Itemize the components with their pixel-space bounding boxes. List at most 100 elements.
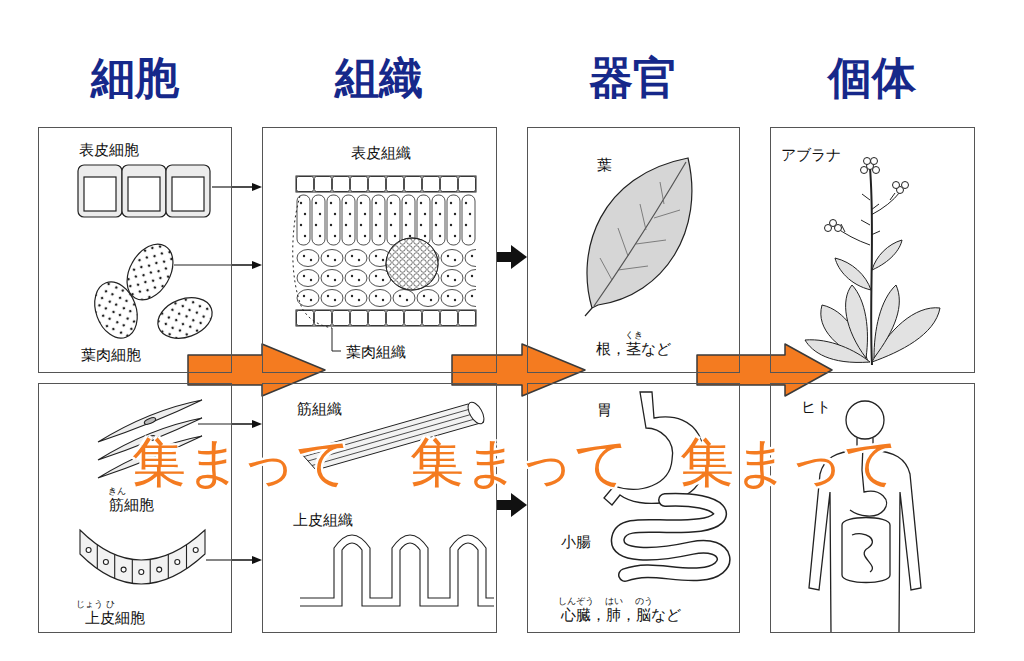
column-heading: 個体 bbox=[828, 56, 916, 100]
panel-label: 筋組織 bbox=[297, 400, 342, 418]
step-caption: 集まって bbox=[680, 436, 899, 490]
muscle-cell bbox=[144, 416, 157, 425]
step-caption: 集まって bbox=[132, 436, 351, 490]
epithelial-cell bbox=[121, 567, 126, 572]
panel-box: 表皮組織葉肉組織 bbox=[262, 127, 497, 373]
rapeseed-plant bbox=[872, 240, 902, 270]
leaf-tissue bbox=[386, 238, 438, 290]
panel-box: 筋細胞上皮細胞 bbox=[38, 383, 232, 633]
mesophyll-cell bbox=[152, 291, 218, 346]
leaf-tissue bbox=[296, 176, 476, 192]
leaf-tissue bbox=[386, 238, 438, 290]
epidermal-cell bbox=[212, 186, 232, 187]
furigana: ひ bbox=[106, 600, 115, 610]
human-body bbox=[842, 518, 890, 583]
epithelial-cell bbox=[193, 548, 198, 553]
epithelial-tissue bbox=[300, 543, 494, 606]
rapeseed-plant bbox=[835, 225, 842, 232]
panel-label: アブラナ bbox=[781, 146, 841, 164]
flow-connector bbox=[232, 186, 262, 188]
epithelial-cell bbox=[206, 559, 232, 560]
rapeseed-plant bbox=[864, 158, 871, 165]
flow-arrow bbox=[188, 344, 832, 396]
leaf-organ bbox=[600, 182, 680, 280]
column-heading: 器官 bbox=[589, 56, 677, 100]
leaf-tissue bbox=[296, 248, 476, 308]
panel-label: 上皮細胞 bbox=[85, 609, 145, 627]
small-intestine bbox=[618, 500, 724, 575]
muscle-cell bbox=[198, 423, 232, 424]
rapeseed-plant bbox=[871, 158, 878, 165]
rapeseed-plant bbox=[835, 258, 871, 290]
leaf-organ bbox=[585, 158, 692, 316]
leaf-tissue bbox=[296, 194, 476, 246]
panel-label: ヒト bbox=[801, 398, 831, 416]
rapeseed-plant bbox=[861, 167, 868, 174]
epithelial-cell bbox=[80, 530, 205, 584]
leaf-tissue bbox=[296, 310, 476, 326]
rapeseed-plant bbox=[902, 182, 909, 189]
rapeseed-plant bbox=[873, 167, 880, 174]
panel-box: 胃小腸心臓，肺，脳など bbox=[527, 383, 740, 633]
panel-label: 葉肉組織 bbox=[346, 343, 406, 361]
flow-arrow bbox=[452, 344, 585, 396]
rapeseed-plant bbox=[805, 340, 870, 363]
column-heading: 細胞 bbox=[91, 56, 179, 100]
furigana: くき bbox=[625, 331, 643, 341]
panel-label: 表皮組織 bbox=[351, 144, 411, 162]
rapeseed-plant bbox=[871, 192, 900, 215]
mesophyll-cell bbox=[174, 264, 232, 265]
muscle-tissue bbox=[465, 400, 487, 427]
epithelial-cell bbox=[175, 560, 180, 565]
small-intestine bbox=[618, 500, 724, 575]
flow-connector bbox=[232, 559, 262, 561]
leaf-organ bbox=[594, 162, 686, 306]
furigana: はい bbox=[605, 597, 623, 607]
epithelial-tissue bbox=[300, 535, 494, 598]
furigana: しんぞう bbox=[558, 597, 594, 607]
epidermal-cell bbox=[78, 165, 122, 217]
leaf-tissue bbox=[296, 176, 476, 326]
panel-label: 筋細胞 bbox=[109, 496, 154, 514]
epidermal-cell bbox=[128, 177, 160, 211]
rapeseed-plant bbox=[870, 168, 872, 365]
epithelial-cell bbox=[97, 545, 186, 584]
panel-label: 小腸 bbox=[561, 533, 591, 551]
epithelial-cell bbox=[103, 560, 108, 565]
human-body bbox=[852, 534, 872, 572]
column-heading: 組織 bbox=[335, 56, 423, 100]
panel-label: 胃 bbox=[597, 401, 612, 419]
epithelial-tissue bbox=[300, 535, 494, 606]
panel-label: 根，茎など bbox=[596, 340, 671, 358]
flow-connector bbox=[232, 423, 262, 425]
rapeseed-plant bbox=[893, 182, 900, 189]
furigana: きん bbox=[108, 487, 126, 497]
panel-label: 表皮細胞 bbox=[79, 141, 139, 159]
step-caption: 集まって bbox=[410, 436, 629, 490]
epithelial-cell bbox=[80, 530, 232, 584]
panel-label: 心臓，肺，脳など bbox=[561, 606, 681, 624]
panel-label: 葉 bbox=[597, 156, 612, 174]
mesophyll-cell bbox=[87, 236, 232, 345]
panel-box: 表皮細胞葉肉細胞 bbox=[38, 127, 232, 373]
mesophyll-cell bbox=[87, 276, 144, 344]
leader-line bbox=[293, 196, 341, 351]
rapeseed-plant bbox=[841, 193, 895, 235]
epidermal-cell bbox=[84, 177, 116, 211]
leader-line bbox=[293, 196, 332, 328]
leaf-organ bbox=[585, 308, 592, 316]
panel-label: 葉肉細胞 bbox=[81, 346, 141, 364]
furigana: じょう bbox=[76, 600, 103, 610]
rapeseed-plant bbox=[874, 285, 899, 358]
leader-line bbox=[332, 328, 341, 351]
flow-arrow bbox=[697, 344, 832, 396]
epithelial-cell bbox=[86, 548, 91, 553]
panel-box: 筋組織上皮組織 bbox=[262, 383, 497, 633]
epidermal-cell bbox=[78, 165, 232, 217]
flow-connector bbox=[497, 500, 527, 510]
epidermal-cell bbox=[166, 165, 210, 217]
furigana: のう bbox=[635, 597, 653, 607]
epithelial-cell bbox=[157, 567, 162, 572]
epidermal-cell bbox=[122, 165, 166, 217]
